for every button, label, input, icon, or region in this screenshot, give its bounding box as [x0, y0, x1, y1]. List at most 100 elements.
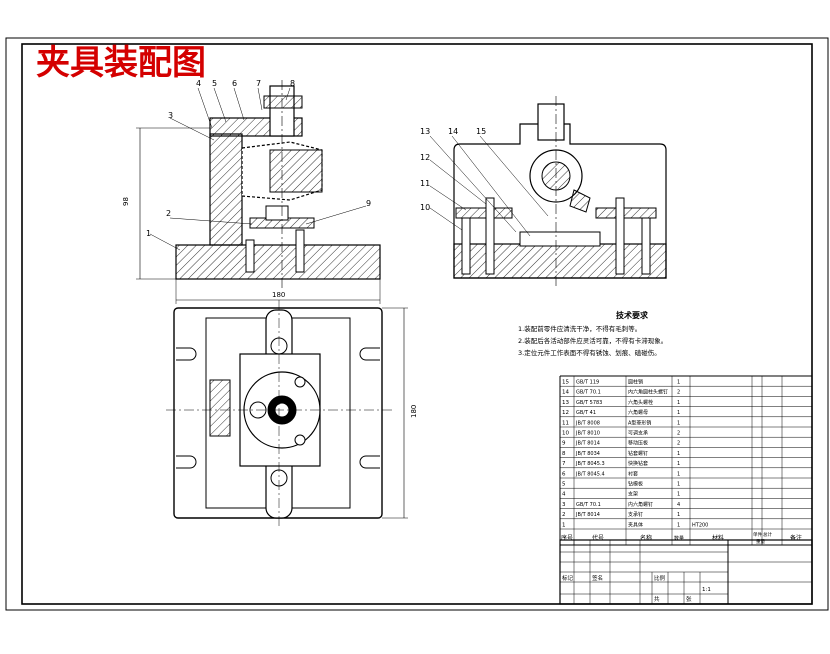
clamp-body-base: [175, 244, 381, 280]
side-stud-right: [615, 197, 625, 275]
balloon-15: 15: [476, 127, 486, 136]
balloon-8: 8: [290, 79, 295, 88]
bom-row-qty: 4: [677, 502, 680, 508]
bom-head-qty: 数量: [674, 535, 684, 542]
bom-row-qty: 1: [677, 461, 680, 467]
dim-front-height: 98: [122, 197, 130, 206]
bom-row-name: 内六角螺钉: [628, 501, 653, 508]
balloon-6: 6: [232, 79, 237, 88]
bom-row-name: 六角头螺栓: [628, 399, 653, 406]
tb-sign-label: 签名: [592, 574, 603, 582]
side-locating-arm: [569, 189, 591, 213]
support-bracket: [209, 133, 243, 246]
balloon-5: 5: [212, 79, 217, 88]
bolt-front-2: [295, 229, 305, 273]
side-center-block: [519, 231, 601, 247]
balloon-3: 3: [168, 111, 173, 120]
bom-row-no: 9: [562, 441, 566, 447]
bom-row-qty: 1: [677, 512, 680, 518]
bom-row-no: 15: [562, 380, 569, 386]
balloon-2: 2: [166, 209, 171, 218]
bom-row-no: 5: [562, 482, 566, 488]
bom-head-weight: 重量: [756, 538, 765, 545]
bom-row-name: 圆柱销: [628, 379, 643, 386]
bom-head-name: 名称: [640, 534, 652, 542]
plan-slot-br: [359, 455, 380, 469]
bom-row-qty: 2: [677, 431, 680, 437]
side-view: [429, 96, 667, 288]
bom-row-code: GB/T 70.1: [576, 502, 601, 508]
side-stud-left: [461, 217, 471, 275]
bom-row-no: 11: [562, 420, 569, 426]
technical-requirements: 技术要求 1.装配前零件应清洗干净，不得有毛刺等。 2.装配后各活动部件应灵活可…: [518, 310, 667, 357]
bom-row-code: JB/T 8045.3: [575, 461, 605, 467]
bom-row-qty: 1: [677, 522, 680, 528]
bom-row-no: 4: [562, 492, 566, 498]
bom-row-no: 14: [562, 390, 569, 396]
bom-row-name: 移动压板: [628, 440, 648, 447]
tb-mark-label: 标记: [562, 574, 574, 582]
bom-row-qty: 1: [677, 492, 680, 498]
plan-slot-bl: [176, 455, 197, 469]
dim-front-width: 180: [272, 291, 285, 299]
bom-row-name: 夹具体: [628, 521, 643, 528]
bom-row-code: JB/T 8010: [575, 431, 600, 437]
balloon-9: 9: [366, 199, 371, 208]
bom-row-qty: 1: [677, 380, 680, 386]
balloon-7: 7: [256, 79, 261, 88]
bom-row-code: GB/T 119: [576, 380, 599, 386]
tech-req-line-3: 3.定位元件工作表面不得有锈蚀、划痕、磕碰伤。: [518, 348, 661, 357]
outer-border: [5, 37, 829, 611]
balloon-10: 10: [420, 203, 430, 212]
tb-sheet-label: 共: [654, 595, 660, 603]
side-clamp-right: [595, 207, 657, 219]
bom-row-name: 钻模板: [628, 481, 643, 488]
bom-row-qty: 1: [677, 400, 680, 406]
bom-row-code: GB/T 70.1: [576, 390, 601, 396]
bom-row-name: 可调支承: [628, 430, 648, 437]
plan-view: 180: [166, 300, 418, 526]
bom-row-no: 10: [562, 431, 569, 437]
plan-pin-top: [294, 376, 306, 388]
bom-row-qty: 2: [677, 441, 680, 447]
bom-row-qty: 1: [677, 410, 680, 416]
tb-scale-label: 比例: [654, 574, 666, 582]
tb-sheet-of: 张: [686, 595, 692, 603]
bom-row-name: 快换钻套: [628, 460, 648, 467]
side-bushing: [537, 103, 565, 141]
bom-row-name: 衬套: [628, 470, 638, 477]
bom-head-code: 代号: [592, 534, 604, 542]
tech-req-heading: 技术要求: [616, 310, 649, 320]
side-clamp-left: [455, 207, 513, 219]
balloon-4: 4: [196, 79, 201, 88]
bom-head-total: 总计: [763, 531, 772, 538]
bom-row-code: JB/T 8008: [575, 420, 600, 426]
bom-row-name: 内六角圆柱头螺钉: [628, 389, 668, 396]
drawing-title: 夹具装配图: [36, 43, 206, 83]
bom-row-material: HT200: [692, 522, 708, 528]
dim-plan-height: 180: [410, 405, 418, 418]
bom-head-material: 材料: [712, 534, 724, 542]
bom-row-code: JB/T 8014: [575, 512, 600, 518]
bom-head-remark: 备注: [790, 534, 802, 542]
bom-row-code: GB/T 5783: [576, 400, 602, 406]
balloon-1: 1: [146, 229, 151, 238]
bom-row-qty: 2: [677, 390, 680, 396]
plan-pin-bottom: [294, 434, 306, 446]
bom-row-no: 13: [562, 400, 569, 406]
tech-req-line-2: 2.装配后各活动部件应灵活可靠，不得有卡滞现象。: [518, 336, 667, 345]
bom-row-qty: 1: [677, 471, 680, 477]
tech-req-line-1: 1.装配前零件应清洗干净，不得有毛刺等。: [518, 324, 641, 333]
bom-head-single: 单件: [753, 531, 762, 538]
bom-row-name: 六角螺母: [628, 409, 648, 416]
bom-row-no: 6: [562, 471, 566, 477]
inner-border: [21, 43, 813, 605]
balloon-14: 14: [448, 127, 458, 136]
plan-slot-tl: [176, 347, 197, 361]
bom-row-name: 支承钉: [628, 511, 643, 518]
side-stud-left2: [485, 197, 495, 275]
bom-row-no: 1: [562, 522, 566, 528]
side-stud-right2: [641, 217, 651, 275]
plan-slot-tr: [359, 347, 380, 361]
